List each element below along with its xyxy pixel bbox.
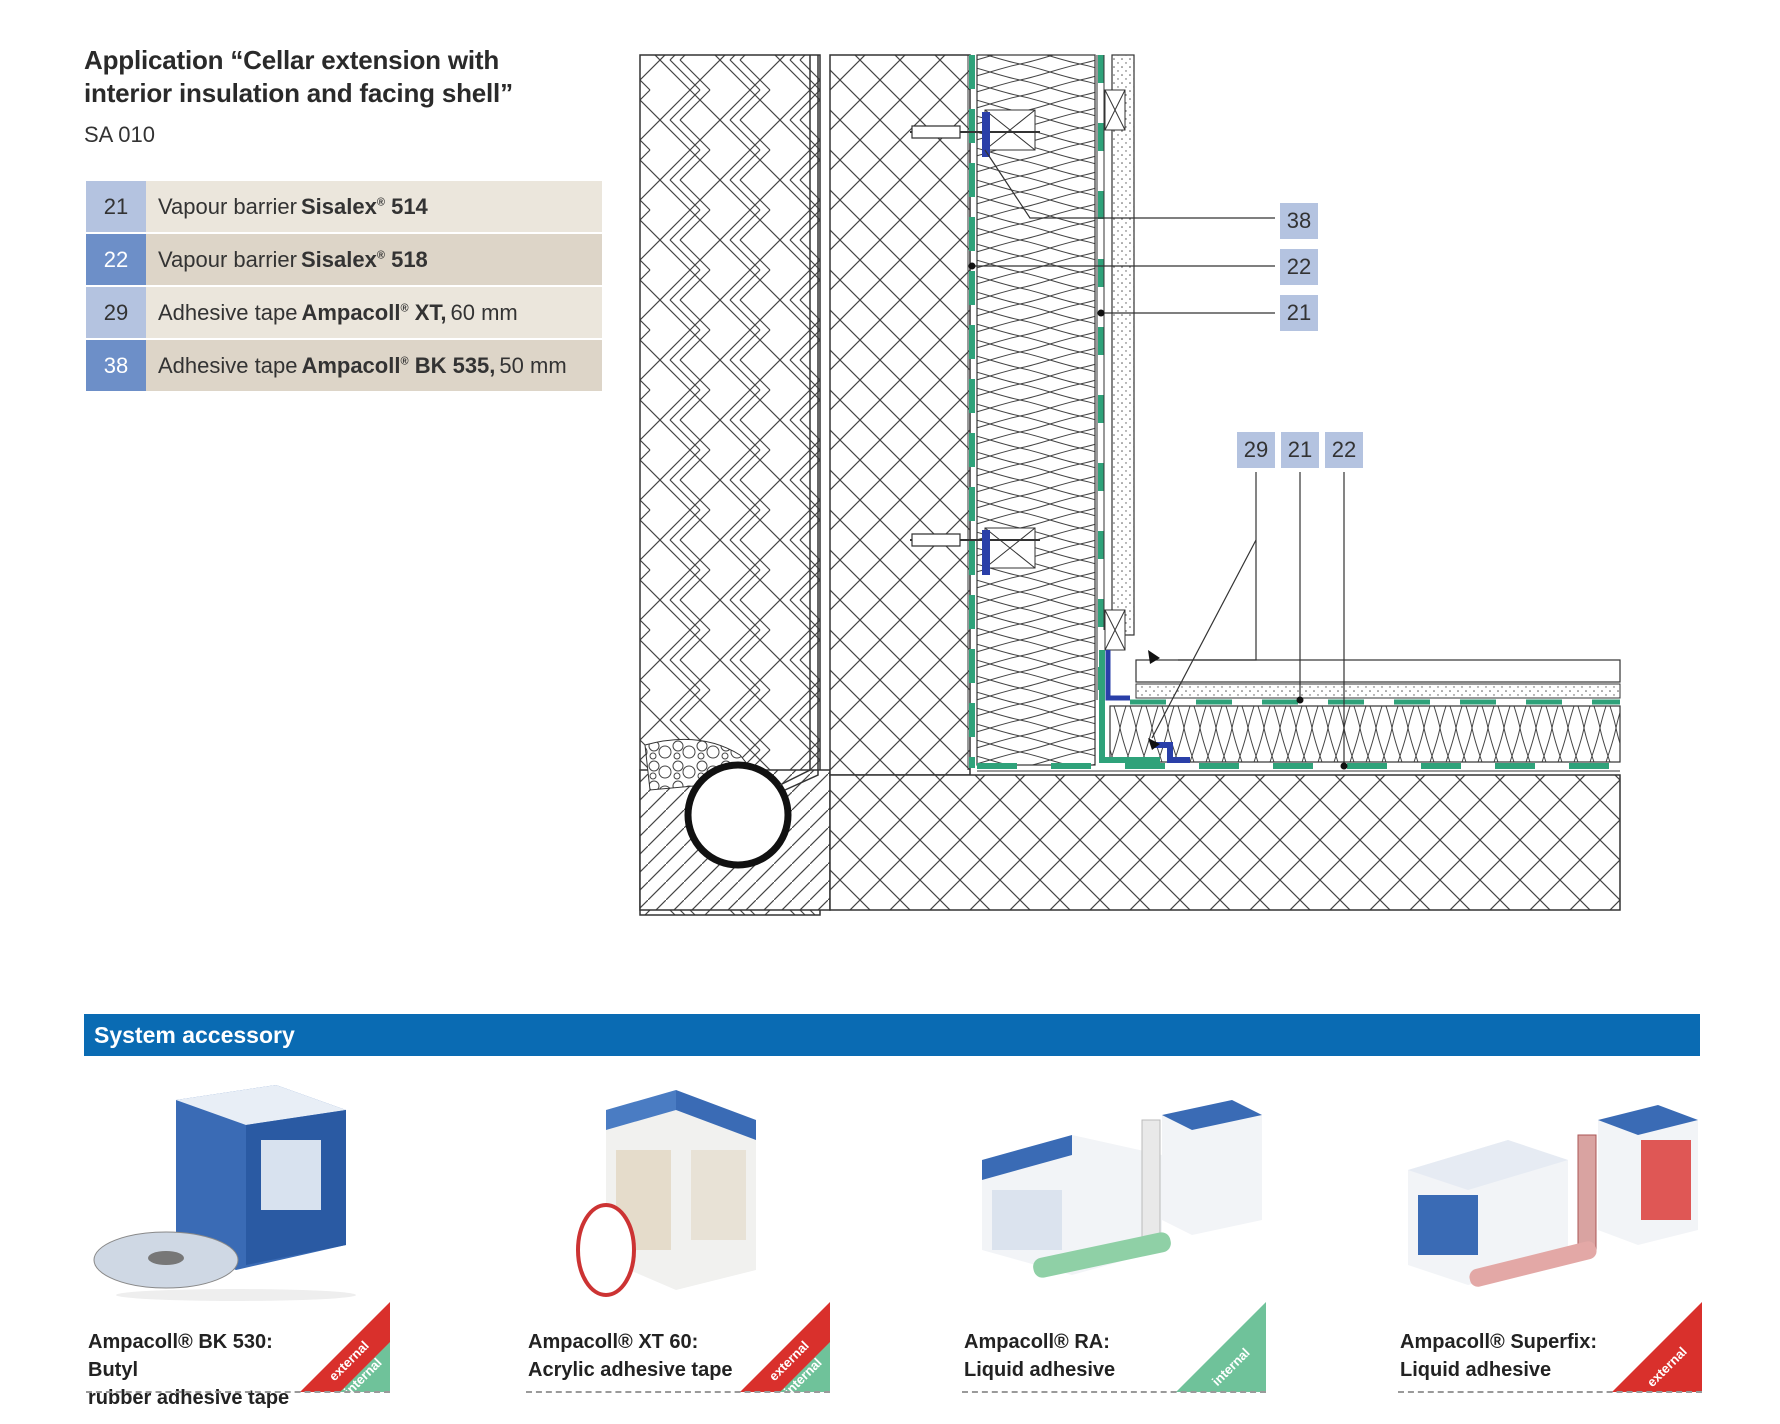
product-photo-bk530 (93, 1085, 356, 1301)
registered-mark: ® (400, 355, 409, 368)
legend-size: 60 mm (450, 299, 518, 325)
title-line-1: Application “Cellar extension with (84, 45, 500, 75)
legend-number: 29 (86, 287, 146, 338)
card-divider (1398, 1391, 1702, 1393)
concrete-wall (829, 54, 971, 776)
section-heading: System accessory (94, 1022, 295, 1048)
legend-desc: Vapour barrier (158, 193, 297, 219)
card-divider (86, 1391, 390, 1393)
card-divider (962, 1391, 1266, 1393)
legend-desc: Vapour barrier (158, 246, 297, 272)
drain-pipe-icon (684, 761, 792, 869)
legend-text: Adhesive tape Ampacoll® BK 535, 50 mm (146, 340, 602, 391)
caption-line-1: Ampacoll® XT 60: (528, 1331, 699, 1353)
registered-mark: ® (400, 302, 409, 315)
legend-model: 514 (391, 193, 428, 219)
legend-text: Vapour barrier Sisalex® 514 (146, 181, 602, 232)
legend-desc: Adhesive tape (158, 352, 298, 378)
legend-size: 50 mm (499, 352, 567, 378)
facing-shell (1111, 54, 1135, 636)
callout-21: 21 (1280, 295, 1318, 331)
caption-line-1: Ampacoll® BK 530: Butyl (88, 1331, 273, 1381)
legend-model: XT, (414, 299, 447, 325)
floor-slab (829, 774, 1621, 911)
callout-29: 29 (1237, 432, 1275, 468)
product-card: Ampacoll® BK 530: Butyl rubber adhesive … (86, 1080, 390, 1409)
callout-22-floor: 22 (1325, 432, 1363, 468)
legend-number: 21 (86, 181, 146, 232)
legend-product: Sisalex (301, 246, 377, 272)
card-divider (526, 1391, 830, 1393)
product-caption: Ampacoll® Superfix: Liquid adhesive (1400, 1328, 1630, 1384)
caption-line-1: Ampacoll® RA: (964, 1331, 1110, 1353)
wall-anchor (910, 112, 1040, 575)
product-photo-superfix (1408, 1105, 1698, 1287)
legend-product: Ampacoll (301, 299, 401, 325)
legend-row: 38 Adhesive tape Ampacoll® BK 535, 50 mm (86, 340, 602, 391)
product-card: Ampacoll® RA: Liquid adhesive internal (962, 1080, 1266, 1393)
legend-number: 38 (86, 340, 146, 391)
floor-insulation (1109, 705, 1621, 763)
legend-product: Ampacoll (301, 352, 401, 378)
legend-product: Sisalex (301, 193, 377, 219)
caption-line-1: Ampacoll® Superfix: (1400, 1331, 1597, 1353)
title-line-2: interior insulation and facing shell” (84, 78, 513, 108)
caption-line-2: Liquid adhesive (1400, 1359, 1552, 1381)
product-caption: Ampacoll® RA: Liquid adhesive (964, 1328, 1194, 1384)
legend-table: 21 Vapour barrier Sisalex® 514 22 Vapour… (86, 181, 602, 393)
caption-line-2: Acrylic adhesive tape (528, 1359, 733, 1381)
caption-line-2: Liquid adhesive (964, 1359, 1116, 1381)
product-caption: Ampacoll® BK 530: Butyl rubber adhesive … (88, 1328, 318, 1412)
product-card: Ampacoll® Superfix: Liquid adhesive exte… (1398, 1080, 1702, 1393)
caption-line-2: rubber adhesive tape (88, 1387, 290, 1409)
page-title: Application “Cellar extension with inter… (84, 44, 544, 110)
legend-row: 21 Vapour barrier Sisalex® 514 (86, 181, 602, 232)
registered-mark: ® (376, 196, 385, 209)
usage-badge: external internal (300, 1302, 390, 1392)
construction-detail-drawing (639, 54, 1621, 916)
section-header-bar: System accessory (84, 1014, 1700, 1056)
product-caption: Ampacoll® XT 60: Acrylic adhesive tape (528, 1328, 758, 1384)
callout-21-floor: 21 (1281, 432, 1319, 468)
registered-mark: ® (376, 249, 385, 262)
usage-badge: external (1612, 1302, 1702, 1392)
usage-badge: external internal (740, 1302, 830, 1392)
legend-row: 22 Vapour barrier Sisalex® 518 (86, 234, 602, 285)
legend-text: Vapour barrier Sisalex® 518 (146, 234, 602, 285)
legend-row: 29 Adhesive tape Ampacoll® XT, 60 mm (86, 287, 602, 338)
legend-model: BK 535, (414, 352, 496, 378)
wall-insulation (976, 54, 1096, 766)
callout-38: 38 (1280, 203, 1318, 239)
product-card: Ampacoll® XT 60: Acrylic adhesive tape e… (526, 1080, 830, 1393)
application-code: SA 010 (84, 122, 155, 147)
legend-model: 518 (391, 246, 428, 272)
legend-text: Adhesive tape Ampacoll® XT, 60 mm (146, 287, 602, 338)
legend-number: 22 (86, 234, 146, 285)
product-photo-xt60 (576, 1090, 756, 1297)
usage-badge: internal (1176, 1302, 1266, 1392)
product-photo-ra (982, 1100, 1262, 1278)
callout-22: 22 (1280, 249, 1318, 285)
legend-desc: Adhesive tape (158, 299, 298, 325)
